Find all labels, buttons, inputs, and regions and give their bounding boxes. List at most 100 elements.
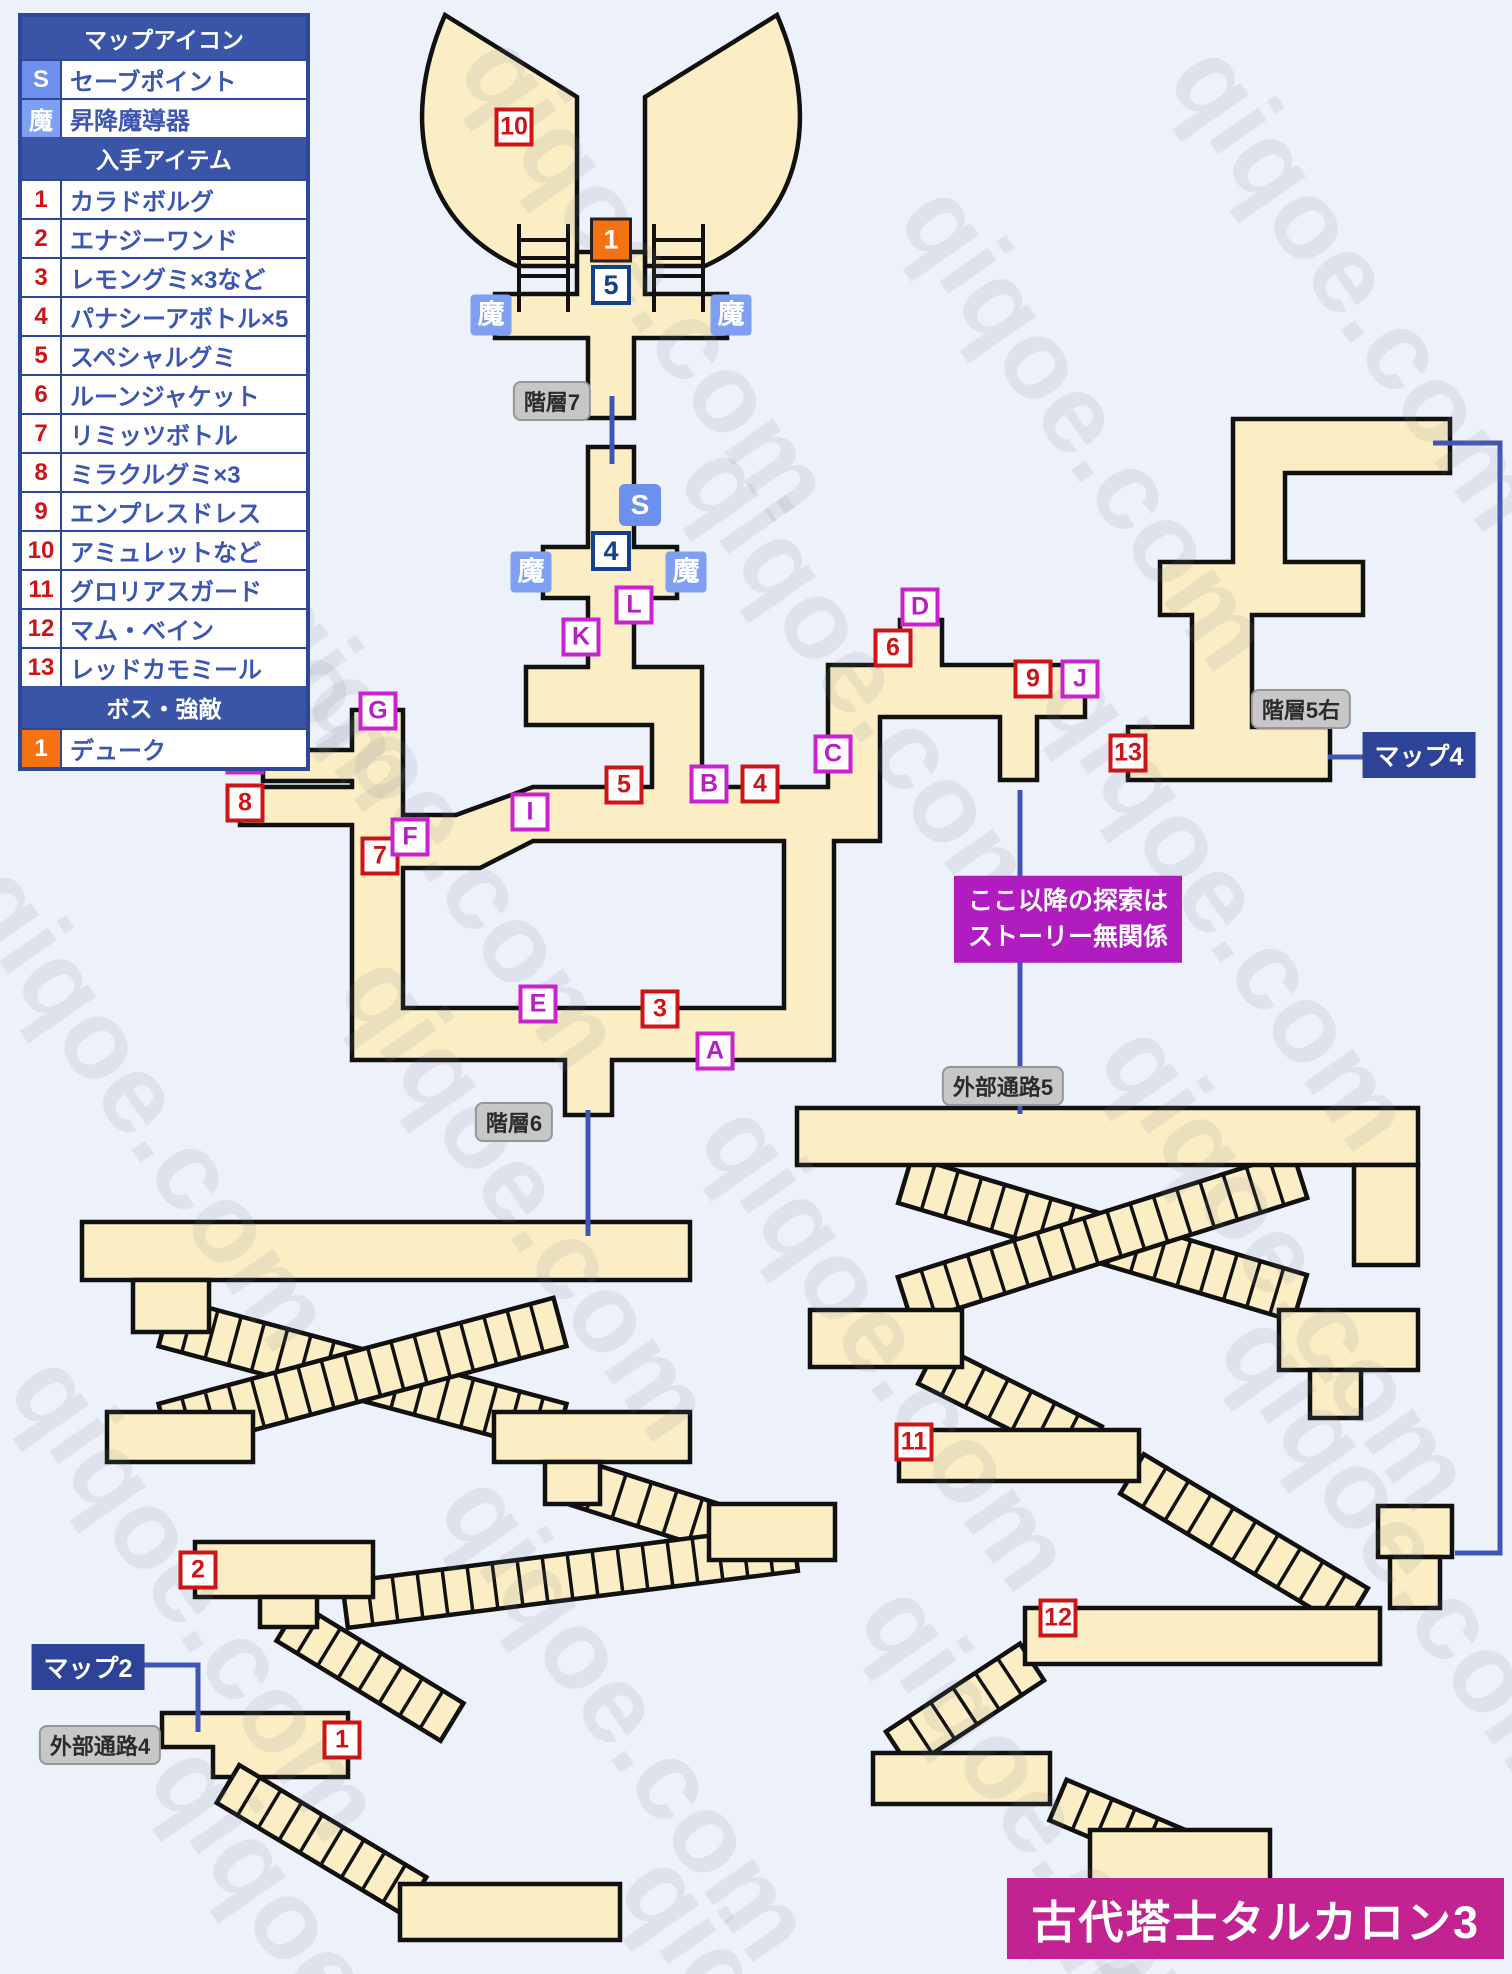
legend-badge-item-3: 3	[22, 259, 62, 296]
stair-step-line	[360, 1851, 387, 1891]
marker-point-f: F	[390, 817, 430, 857]
stair-step-line	[661, 1490, 679, 1535]
stair-step-line	[336, 1639, 363, 1680]
legend-section-header: 入手アイテム	[22, 137, 306, 179]
legend-badge-item-11: 11	[22, 571, 62, 608]
legend-row: 10 アミュレットなど	[22, 530, 306, 569]
stair-step-line	[1070, 1788, 1092, 1831]
marker-item-10: 10	[494, 107, 534, 147]
page-title: 古代塔士タルカロン3	[1007, 1878, 1504, 1959]
label-map4: マップ4	[1362, 732, 1476, 778]
stair-step-line	[1163, 1480, 1191, 1522]
map-platform	[130, 1277, 212, 1335]
marker-item-8: 8	[225, 783, 265, 823]
stair-step-line	[989, 1247, 1007, 1294]
stair-step-line	[339, 1838, 366, 1879]
legend-label: デューク	[70, 738, 166, 765]
stair-step-line	[1141, 1466, 1168, 1509]
stair-step-line	[1221, 1173, 1240, 1221]
label-floor6: 階層6	[474, 1102, 554, 1142]
stair-step-line	[1175, 1239, 1193, 1287]
legend-badge-item-2: 2	[22, 220, 62, 257]
legend-label: グロリアスガード	[70, 579, 262, 606]
legend-row: S セーブポイント	[22, 59, 306, 98]
legend-label: スペシャルグミ	[70, 345, 237, 372]
legend-label: セーブポイント	[70, 69, 237, 96]
legend-label: 昇降魔導器	[70, 108, 190, 135]
legend-row: 魔昇降魔導器	[22, 98, 306, 137]
label-outer-path4: 外部通路4	[38, 1725, 162, 1765]
exploration-note-line: ここ以降の探索は	[967, 886, 1169, 915]
stair-step-line	[690, 1537, 700, 1584]
legend-badge-item-9: 9	[22, 493, 62, 530]
legend-label: リミッツボトル	[70, 423, 238, 450]
stair-step-line	[1012, 1191, 1030, 1239]
stair-step-line	[505, 1309, 522, 1360]
stair-step-line	[515, 1559, 525, 1606]
stair-step-line	[540, 1556, 550, 1603]
stair-step-line	[686, 1498, 705, 1544]
map-room-outer-path4	[159, 1710, 351, 1780]
stair-step-line	[296, 1365, 313, 1416]
stair-step-line	[906, 1715, 934, 1755]
legend-label: エンプレスドレス	[70, 501, 262, 528]
map-platform	[706, 1501, 838, 1563]
marker-item-5: 5	[604, 765, 644, 805]
marker-point-d: D	[900, 587, 940, 627]
stair-step-line	[435, 1372, 452, 1422]
stair-step-line	[615, 1547, 625, 1594]
stair-step-line	[1128, 1203, 1147, 1250]
label-map2: マップ2	[31, 1644, 145, 1690]
legend-badge-save-S: S	[22, 61, 62, 98]
map-platform	[794, 1105, 1421, 1168]
map-platform	[870, 1750, 1053, 1807]
marker-point-c: C	[813, 734, 853, 774]
stair-step-line	[342, 1353, 360, 1403]
legend-badge-item-5: 5	[22, 337, 62, 374]
legend-label: ミラクルグミ×3	[70, 462, 241, 489]
stair-step-line	[319, 1359, 336, 1409]
marker-navy-4: 4	[591, 531, 631, 571]
stair-step-line	[1198, 1181, 1216, 1228]
map-platform	[1022, 1605, 1383, 1667]
stair-step-line	[412, 1334, 429, 1385]
stair-step-line	[381, 1863, 408, 1904]
stair-step-line	[398, 1677, 424, 1717]
marker-item-6: 6	[873, 628, 913, 668]
legend-label: カラドボルグ	[70, 189, 214, 216]
legend-badge-ma-魔: 魔	[22, 100, 62, 137]
stair-step-line	[929, 1701, 957, 1741]
legend-row: 11 グロリアスガード	[22, 569, 306, 608]
map-platform	[1387, 1554, 1443, 1611]
marker-point-a: A	[695, 1031, 735, 1071]
stair-step-line	[465, 1566, 475, 1613]
stair-step-line	[1081, 1217, 1100, 1265]
legend-badge-item-7: 7	[22, 415, 62, 452]
marker-item-13: 13	[1108, 733, 1148, 773]
stair-step-line	[1297, 1560, 1325, 1602]
stair-step-line	[1198, 1246, 1216, 1294]
stair-step-line	[1010, 1390, 1034, 1432]
map-platform	[104, 1409, 256, 1465]
marker-point-k: K	[561, 617, 601, 657]
marker-item-12: 12	[1038, 1598, 1078, 1638]
stair-step-line	[635, 1481, 654, 1527]
map-platform	[79, 1219, 693, 1283]
marker-ma-top-left: 魔	[470, 294, 512, 336]
stair-step-line	[319, 1826, 345, 1866]
map-platform	[1375, 1503, 1455, 1560]
legend-label: エナジーワンド	[70, 228, 238, 255]
legend-label: アミュレットなど	[70, 540, 262, 567]
stair-step-line	[357, 1652, 383, 1692]
marker-boss-1: 1	[590, 217, 632, 263]
stair-step-line	[1151, 1195, 1170, 1243]
stair-step-line	[249, 1378, 267, 1428]
marker-point-l: L	[614, 585, 654, 625]
marker-point-b: B	[689, 764, 729, 804]
legend-badge-item-10: 10	[22, 532, 62, 569]
